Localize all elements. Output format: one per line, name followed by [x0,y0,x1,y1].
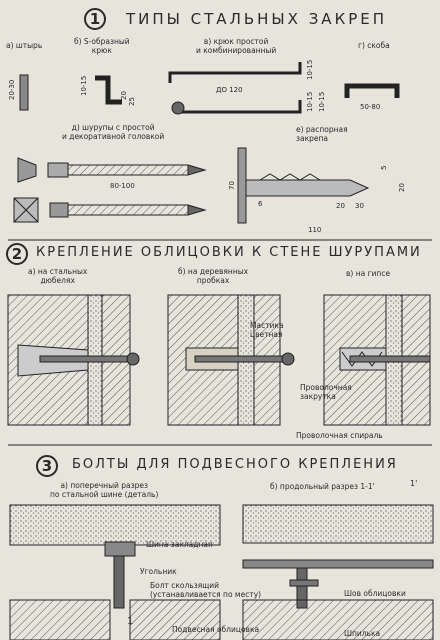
s-hook-dim-c: 25 [128,97,136,106]
screws-dimension: 80-100 [110,182,135,190]
wall-gypsum-drawing [323,294,431,426]
section-mark-1: 1 [127,616,134,627]
anchor-dim-20-side: 20 [398,183,406,192]
item-wood-plug-label: б) на деревянных пробках [178,267,249,285]
anchor-dim-6: 6 [258,200,263,208]
item-pin-label: а) штырь [6,41,43,50]
hook-dim-b: 10-15 [306,91,314,112]
wall-wood-plug-drawing [167,294,295,426]
item-hook-label: в) крюк простой и комбинированный [196,37,277,55]
item-staple-label: г) скоба [358,41,390,50]
callout-wire-spiral: Проволочная спираль [296,431,383,440]
section-2-title: КРЕПЛЕНИЕ ОБЛИЦОВКИ К СТЕНЕ ШУРУПАМИ [36,245,422,260]
wall-dowel-drawing [7,294,140,426]
anchor-dim-20: 20 [336,202,345,210]
longitudinal-section-drawing [242,504,434,640]
item-longitudinal-label: б) продольный разрез 1-1' [270,482,375,491]
section-1-number: 1 [84,8,106,30]
hook-dim-c: 10-15 [318,91,326,112]
callout-wire-twist: Проволочная закрутка [300,383,352,401]
item-gypsum-label: в) на гипсе [346,269,391,278]
section-2-number: 2 [6,243,28,265]
item-dowel-label: а) на стальных дюбелях [28,267,88,285]
pin-drawing [19,74,29,111]
callout-suspended-cladding: Подвесная облицовка [172,625,260,634]
staple-drawing [344,83,400,98]
callout-embedded-rail: Шина закладная [146,540,213,549]
anchor-dim-5: 5 [380,165,388,170]
callout-cladding-joint: Шов облицовки [344,589,406,598]
section-3-title: БОЛТЫ ДЛЯ ПОДВЕСНОГО КРЕПЛЕНИЯ [72,457,398,472]
anchor-dim-height: 70 [228,181,236,190]
hook-dim-a: 10-15 [306,59,314,80]
callout-stud: Шпилька [344,629,381,638]
section-mark-1-prime: 1' [410,479,418,488]
hook-dim-length: ДО 120 [216,86,243,94]
section-3-number: 3 [36,455,58,477]
pin-dimension: 20-30 [8,79,16,100]
simple-hook-drawing [168,62,302,83]
cross-section-drawing [9,504,221,640]
s-hook-dim-a: 10-15 [80,75,88,96]
callout-sliding-bolt: Болт скользящий (устанавливается по мест… [150,581,262,599]
expansion-anchor-drawing [237,147,370,224]
callout-angle: Угольник [140,567,177,576]
item-screws-label: д) шурупы с простой и декоративной голов… [62,123,165,141]
screw-decorative-drawing [13,197,207,223]
callout-mastic: Мастика цветная [250,321,284,339]
anchor-dim-30: 30 [355,202,364,210]
screw-plain-drawing [17,157,207,183]
section-1-title: ТИПЫ СТАЛЬНЫХ ЗАКРЕП [126,10,388,28]
item-anchor-label: е) распорная закрепа [296,125,348,143]
s-hook-dim-b: 20 [120,91,128,100]
item-s-hook-label: б) S-образный крюк [74,37,130,55]
combined-hook-drawing [171,100,302,115]
anchor-dim-110: 110 [308,226,322,234]
s-hook-drawing [95,75,122,105]
item-cross-section-label: а) поперечный разрез по стальной шине (д… [50,481,159,499]
staple-dimension: 50-80 [360,103,381,111]
